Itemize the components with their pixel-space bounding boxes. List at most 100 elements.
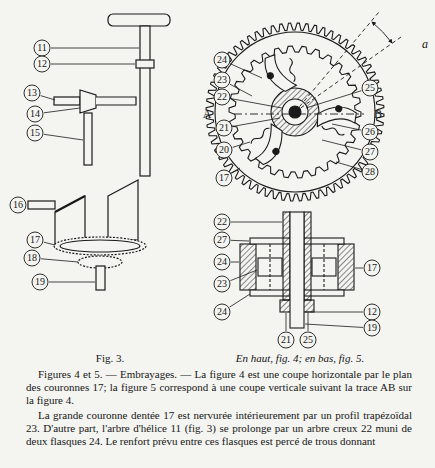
callout-number: 21 [281, 335, 291, 345]
pin-axis [269, 244, 270, 290]
pin-axis [323, 244, 324, 290]
callout-number: 25 [303, 335, 313, 345]
callout-number: 22 [217, 217, 227, 227]
callout-number: 17 [367, 263, 377, 273]
callout-number: 20 [219, 145, 229, 155]
callout-circle [216, 170, 232, 186]
cut-edge [55, 196, 85, 212]
leader-line [305, 312, 363, 313]
leader-line [332, 124, 361, 130]
angle-arc [372, 22, 392, 43]
leader-line [233, 142, 250, 147]
callout-circle [216, 120, 232, 136]
callout-number: 25 [365, 83, 375, 93]
gear-teeth [206, 23, 384, 201]
callout-number: 24 [217, 55, 227, 65]
section-letter: B [374, 108, 382, 120]
callout-number: 19 [35, 277, 45, 287]
callout-number: 11 [37, 43, 47, 53]
callout-number: 19 [367, 323, 377, 333]
leader-line [230, 84, 252, 96]
pawl-spring [250, 127, 271, 145]
callout-number: 26 [365, 127, 375, 137]
pawl-arm [264, 52, 298, 94]
callout-number: 23 [217, 279, 227, 289]
pawls [245, 52, 359, 167]
figure-4-drawing [206, 12, 401, 201]
leader-line [49, 282, 95, 283]
leader-line [44, 242, 55, 245]
callout-circles [10, 40, 380, 348]
callout-circle [32, 274, 48, 290]
callout-number: 21 [219, 123, 229, 133]
pawl [245, 122, 292, 167]
callout-circle [34, 40, 50, 56]
callout-circle [216, 142, 232, 158]
callout-number: 17 [30, 235, 40, 245]
leader-line [231, 222, 282, 223]
stub-shaft [54, 97, 80, 105]
leader-line [305, 324, 363, 327]
callout-circle [27, 232, 43, 248]
callout-circle [300, 332, 316, 348]
callout-number: 16 [13, 200, 23, 210]
callout-circle [214, 304, 230, 320]
leader-line [51, 64, 135, 65]
callout-circle [24, 85, 40, 101]
callout-circle [214, 254, 230, 270]
figure-5-drawing [240, 212, 354, 328]
section-letter: a [422, 38, 428, 50]
cut-cylinder [108, 180, 138, 240]
leader-line [41, 259, 78, 262]
crown-ring-section [240, 244, 256, 290]
leader-line [230, 270, 257, 281]
callout-number: 27 [217, 235, 227, 245]
leader-line [230, 64, 262, 78]
leader-lines [27, 48, 363, 331]
callout-circle [27, 125, 43, 141]
leader-line [232, 168, 240, 173]
propeller-shaft [140, 26, 150, 176]
leader-line [231, 262, 239, 263]
callout-circle [362, 164, 378, 180]
callout-circle [364, 260, 380, 276]
pawl-pin [267, 72, 274, 79]
leader-line [41, 96, 55, 100]
pawl-pin [272, 147, 280, 155]
output-shaft [96, 266, 105, 290]
leader-line [44, 134, 83, 140]
leader-line [322, 140, 361, 150]
figure-caption: En haut, fig. 4; en bas, fig. 5. [236, 353, 364, 364]
body-paragraph: La grande couronne dentée 17 est nervuré… [26, 409, 412, 447]
crown-gear-inner [60, 240, 140, 252]
t-handle [108, 14, 170, 26]
leader-line [336, 162, 361, 169]
callout-circle [362, 124, 378, 140]
cross-shaft [96, 97, 136, 105]
vertical-shaft [84, 113, 92, 165]
leader-line [231, 240, 249, 242]
pawl-spring [288, 58, 296, 82]
side-shaft [28, 201, 55, 209]
callout-number: 24 [217, 257, 227, 267]
angle-line [295, 12, 379, 112]
callout-circle [214, 72, 230, 88]
inner-shaft [290, 212, 304, 328]
callout-number: 14 [30, 109, 40, 119]
callout-circle [24, 250, 40, 266]
figure-3-drawing [28, 14, 170, 290]
section-letter: A [203, 108, 212, 120]
leader-line [355, 268, 363, 269]
callout-circle [278, 332, 294, 348]
crown-gear [54, 237, 146, 255]
callout-circle [364, 304, 380, 320]
callout-number: 27 [365, 147, 375, 157]
section-trace [234, 114, 364, 115]
angle-line [295, 37, 401, 112]
callout-circle [214, 89, 230, 105]
callout-number: 12 [37, 59, 47, 69]
leader-line [286, 313, 287, 331]
callout-circle [214, 232, 230, 248]
callout-circle [10, 197, 26, 213]
